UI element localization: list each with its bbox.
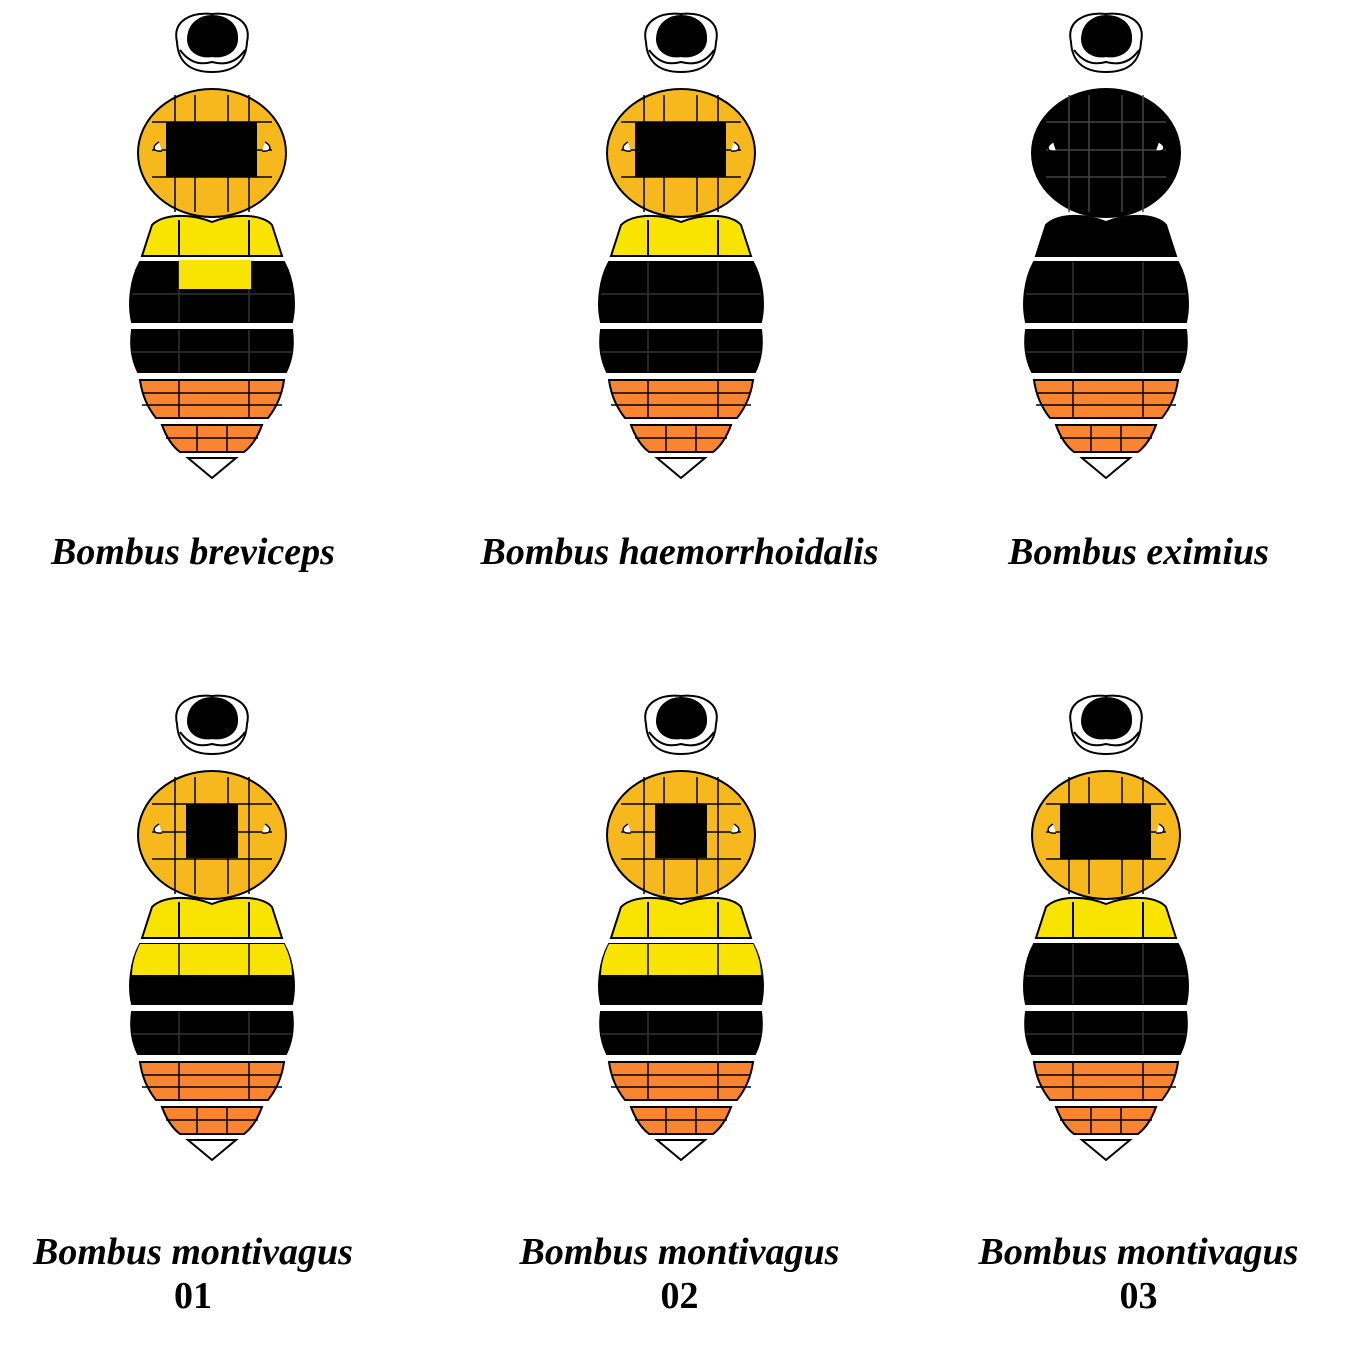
bee-body [599,14,763,478]
abdomen-tip [657,1140,705,1160]
scutum-patch [635,122,726,177]
bee-diagram [906,0,1359,500]
tergite-1 [611,898,751,938]
abdomen-tip [1082,458,1130,478]
abdomen-tip [188,1140,236,1160]
species-name: Bombus eximius [1008,531,1269,573]
tergite-1 [611,216,751,256]
bee-diagram [0,0,453,500]
bee-body [130,696,294,1160]
abdomen-tip [657,458,705,478]
morph-number: 03 [912,1274,1359,1318]
bee-panel: Bombus breviceps [0,0,453,665]
tergite-3 [600,330,762,372]
head-face [188,16,237,56]
head-face [1082,698,1131,738]
scutum-patch [166,122,257,177]
abdomen-tip [1082,1140,1130,1160]
tergite-3 [1025,330,1187,372]
tergite-1 [1036,898,1176,938]
bee-panel: Bombus eximius [906,0,1359,665]
tergite-4 [609,1062,753,1100]
tergite-3 [131,1012,293,1054]
bee-diagram [906,682,1359,1182]
tergite-4 [140,1062,284,1100]
scutum-patch [1060,804,1151,859]
species-name: Bombus montivagus [33,1231,353,1273]
species-caption: Bombus eximius [912,530,1359,574]
tergite-1 [142,216,282,256]
tergite-2 [599,262,763,322]
species-name: Bombus montivagus [979,1231,1299,1273]
morph-number: 01 [0,1274,418,1318]
tergite-2 [1024,262,1188,322]
bee-body [599,696,763,1160]
bee-body [1024,14,1188,478]
bee-diagram [0,682,453,1182]
tergite-3 [600,1012,762,1054]
species-name: Bombus breviceps [51,531,335,573]
head-face [657,698,706,738]
bee-diagram [453,682,906,1182]
tergite-4 [1034,1062,1178,1100]
species-name: Bombus montivagus [520,1231,840,1273]
tergite-2-upper [601,944,761,976]
bee-body [130,14,294,478]
tergite-1 [1036,216,1176,256]
tergite-4 [1034,380,1178,418]
abdomen-tip [188,458,236,478]
bee-diagram [453,0,906,500]
tergite-1 [142,898,282,938]
head-face [188,698,237,738]
tergite-4 [140,380,284,418]
species-caption: Bombus haemorrhoidalis [453,530,906,574]
tergite-2 [1024,944,1188,1004]
tergite-2-upper [132,944,292,976]
species-caption: Bombus breviceps [0,530,418,574]
head-face [1082,16,1131,56]
tergite-4 [609,380,753,418]
thorax [1032,89,1180,217]
head-face [657,16,706,56]
morph-number: 02 [453,1274,906,1318]
scutum-patch [655,804,707,858]
tergite-2-patch [179,260,251,289]
species-name: Bombus haemorrhoidalis [480,531,878,573]
bee-panel: Bombus haemorrhoidalis [453,0,906,665]
scutum-patch [186,804,238,858]
tergite-3 [1025,1012,1187,1054]
bee-body [1024,696,1188,1160]
tergite-3 [131,330,293,372]
